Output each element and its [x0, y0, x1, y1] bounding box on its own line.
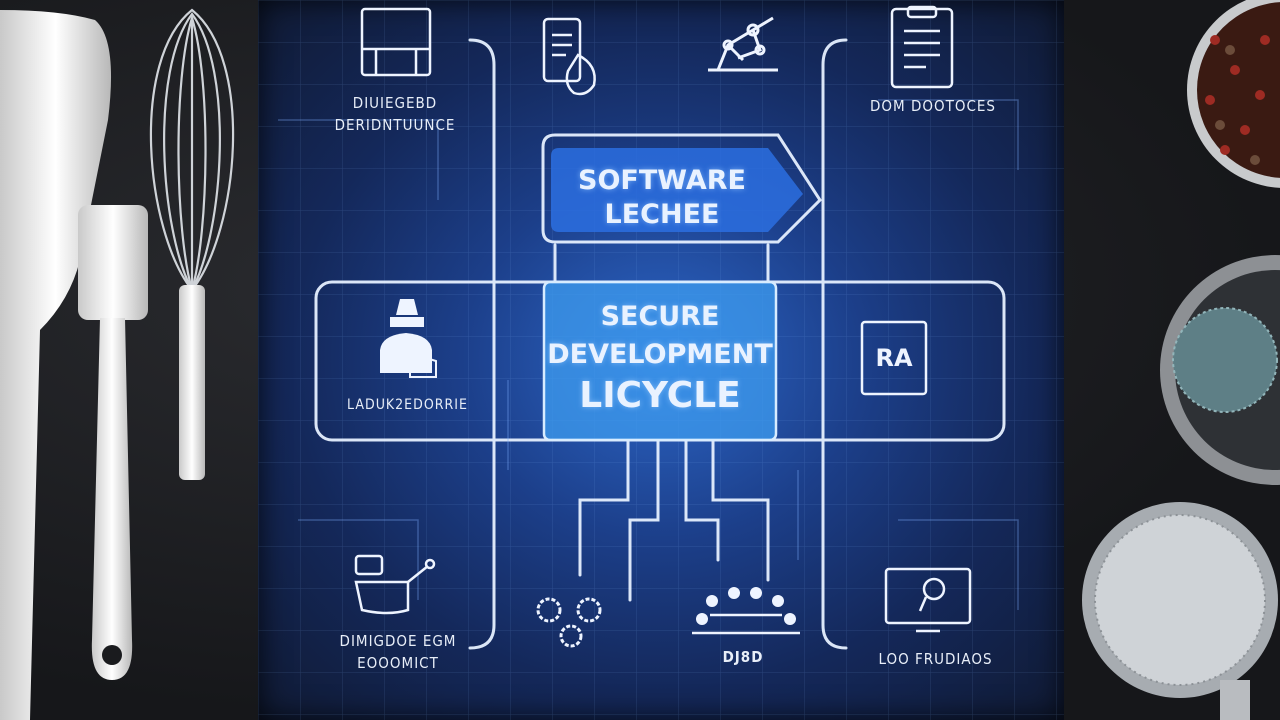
frame-icon — [360, 7, 432, 77]
spice-bowl — [1187, 0, 1280, 188]
center-box-line1: SECURE — [600, 301, 720, 332]
robot-arm-icon — [708, 16, 778, 72]
monitor-icon: RA — [860, 320, 928, 396]
top-box-line1: SOFTWARE — [578, 165, 746, 196]
label-bottom-left-line2: EOOOMICT — [357, 654, 439, 672]
spoon — [78, 205, 148, 680]
label-top-left-line2: DERIDNTUUNCE — [334, 116, 456, 134]
strainer — [1082, 502, 1278, 720]
monitor-icon-text: RA — [875, 344, 912, 372]
label-bottom-center: DJ8D — [722, 648, 764, 666]
laptop-icon — [354, 554, 436, 615]
top-box-line2: LECHEE — [604, 199, 720, 230]
label-bottom-left-line1: DIMIGDOE EGM — [339, 632, 457, 650]
spatula — [0, 10, 112, 720]
whisk — [149, 8, 235, 480]
team-icon — [692, 587, 800, 635]
diagram-connectors — [278, 38, 1019, 650]
left-panel-label: LADUK2EDORRIE — [347, 397, 468, 413]
gears-icon — [536, 597, 602, 648]
hacker-icon — [380, 299, 437, 378]
pot — [1160, 255, 1280, 485]
top-box-title: SOFTWARE LECHEE — [553, 164, 771, 232]
clipboard-icon — [890, 5, 954, 89]
label-bottom-left: DIMIGDOE EGM EOOOMICT — [308, 630, 488, 674]
label-top-right: DOM DOOTOCES — [870, 97, 996, 115]
label-top-left: DIUIEGEBD DERIDNTUUNCE — [310, 92, 480, 136]
center-box-title: SECURE DEVELOPMENT LICYCLE — [544, 298, 776, 418]
center-box-line3: LICYCLE — [579, 375, 741, 416]
tablet-icon — [542, 17, 596, 96]
monitor-touch-icon — [884, 567, 972, 633]
center-box-line2: DEVELOPMENT — [547, 339, 773, 370]
label-top-left-line1: DIUIEGEBD — [352, 94, 438, 112]
label-bottom-right: LOO FRUDIAOS — [878, 650, 993, 668]
blueprint-board: RA SOFTWARE LECHEE SECURE DEVELOPMENT LI… — [258, 0, 1064, 720]
